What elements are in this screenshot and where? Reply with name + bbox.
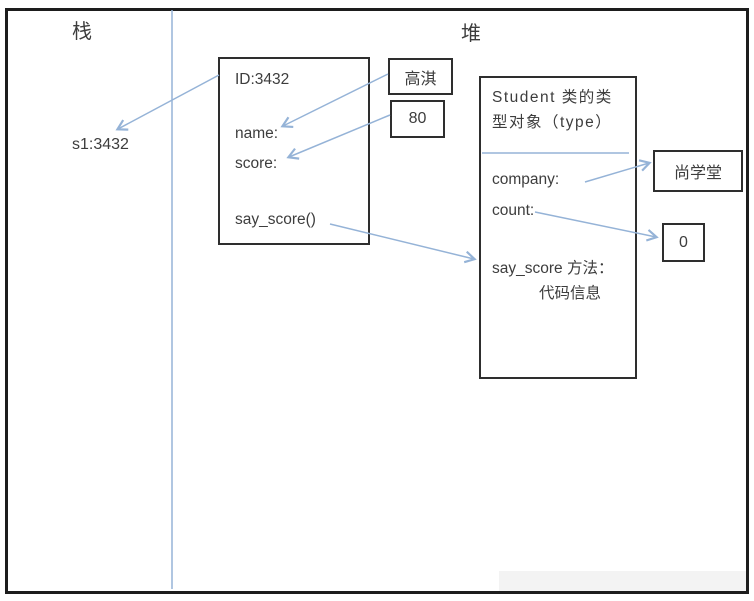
faint-band: [499, 571, 746, 592]
class-method-line2: 代码信息: [539, 285, 602, 302]
name-value-text: 高淇: [404, 70, 437, 88]
instance-score-field: score:: [235, 155, 278, 172]
class-count-field: count:: [492, 202, 535, 219]
company-value-text: 尚学堂: [673, 165, 722, 182]
name-value-box: 高淇: [388, 58, 453, 95]
heap-region-label: 堆: [461, 23, 481, 45]
class-title-line1: Student 类的类: [492, 89, 613, 106]
class-method-line1: say_score 方法：: [492, 260, 614, 277]
class-company-field: company:: [492, 171, 560, 188]
class-title-line2: 型对象（type）: [492, 114, 613, 131]
instance-object-box: ID:3432 name: score: say_score(): [218, 57, 370, 245]
count-value-text: 0: [679, 233, 688, 251]
stack-variable-s1: s1:3432: [72, 136, 129, 153]
diagram-outer-border: [5, 8, 749, 594]
instance-id-text: ID:3432: [235, 71, 290, 88]
stack-region-label: 栈: [72, 21, 92, 43]
count-value-box: 0: [662, 223, 705, 262]
instance-method-text: say_score(): [235, 211, 316, 228]
class-object-box: Student 类的类 型对象（type） company: count: sa…: [479, 76, 637, 379]
score-value-box: 80: [390, 100, 445, 138]
score-value-text: 80: [408, 110, 427, 127]
instance-name-field: name:: [235, 125, 279, 142]
company-value-box: 尚学堂: [653, 150, 743, 192]
